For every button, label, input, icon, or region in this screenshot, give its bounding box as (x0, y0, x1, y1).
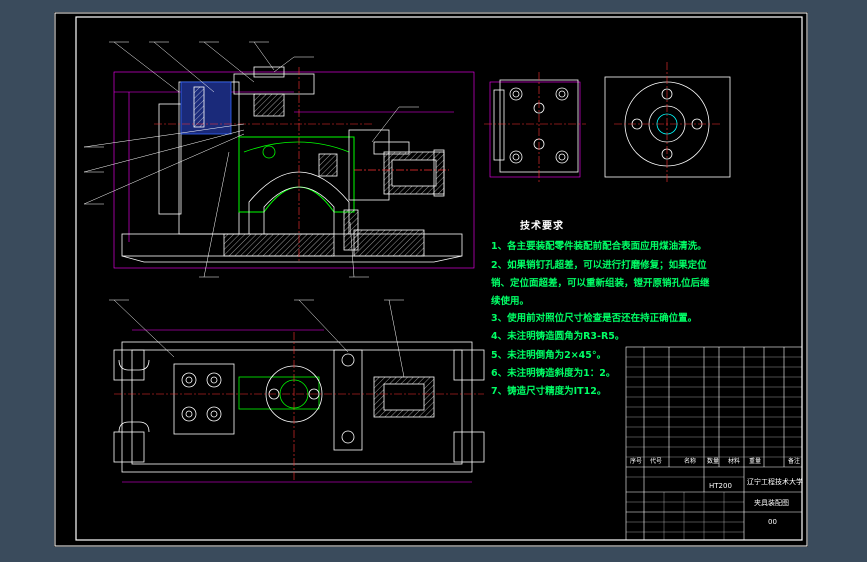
front-dim-frame (113, 71, 475, 269)
tech-requirement-line: 3、使用前对照位尺寸检查是否还在持正确位置。 (491, 313, 698, 324)
cad-drawing-viewport[interactable]: 技术要求 1、各主要装配零件装配前配合表面应用煤油清洗。 2、如果销钉孔超差，可… (54, 12, 808, 547)
title-block-school: 辽宁工程技术大学 (747, 478, 803, 486)
title-block-material: HT200 (709, 482, 732, 490)
side-view (484, 72, 586, 182)
title-block-drawing-name: 夹具装配图 (754, 499, 789, 507)
title-block-header-weight: 重量 (749, 458, 762, 465)
tech-requirement-line: 4、未注明铸造圆角为R3-R5。 (491, 331, 625, 342)
title-block-header-material: 材料 (728, 458, 741, 465)
tech-requirement-line: 2、如果销钉孔超差，可以进行打磨修复；如果定位 (491, 260, 707, 271)
tech-requirement-line: 5、未注明倒角为2×45°。 (491, 350, 607, 361)
title-block-header-name: 名称 (684, 458, 697, 465)
title-block (625, 346, 803, 541)
title-block-header-remark: 备注 (788, 458, 801, 465)
title-block-header-code: 代号 (650, 458, 663, 465)
flange-view (604, 62, 731, 182)
assembly-drawing (54, 12, 808, 547)
tech-requirement-line: 1、各主要装配零件装配前配合表面应用煤油清洗。 (491, 241, 707, 252)
sheet-inner-border (75, 16, 803, 541)
front-clamp-block (180, 81, 232, 135)
sheet-outer-border (54, 12, 808, 547)
title-block-header-no: 序号 (630, 458, 643, 465)
tech-requirements-title: 技术要求 (520, 221, 564, 232)
front-view (83, 41, 475, 278)
flange-view-frame (604, 76, 731, 178)
title-block-drawing-no: 00 (768, 518, 777, 526)
plan-view (109, 299, 485, 483)
plan-base (121, 341, 473, 473)
tech-requirement-line: 6、未注明铸造斜度为1：2。 (491, 368, 616, 379)
title-block-header-qty: 数量 (707, 458, 720, 465)
tech-requirement-line: 续使用。 (491, 296, 530, 307)
tech-requirement-line: 销、定位面超差，可以重新组装，镗开原销孔位后继 (491, 278, 710, 289)
front-leaders (83, 41, 419, 278)
tech-requirement-line: 7、铸造尺寸精度为IT12。 (491, 386, 607, 397)
